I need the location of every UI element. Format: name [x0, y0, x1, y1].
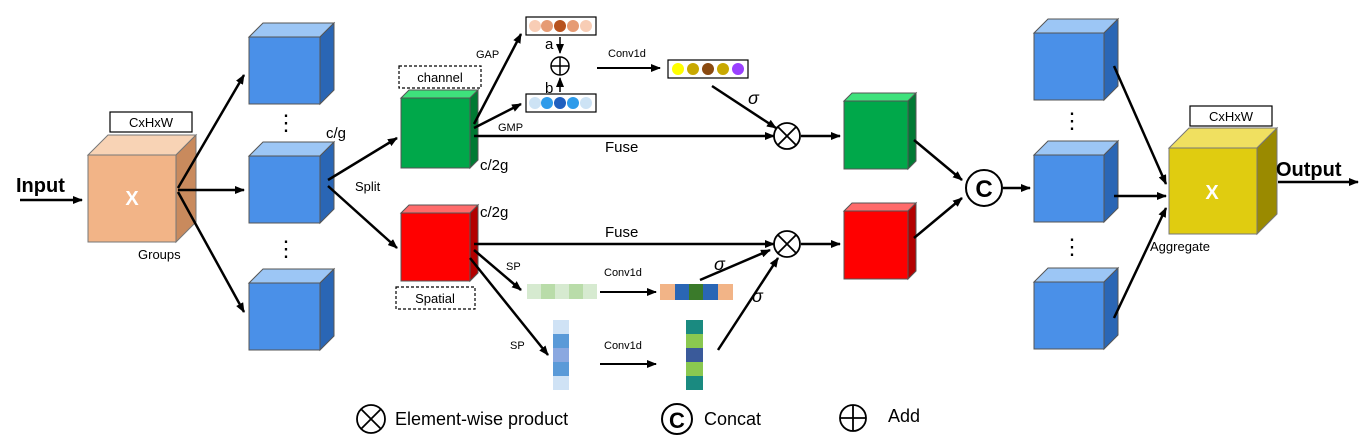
arrow-to-group-1 [176, 74, 246, 189]
output-label: Output [1276, 159, 1342, 181]
channel-output-cube [842, 91, 918, 171]
spatial-cube [399, 203, 480, 283]
arrow-to-concat-bottom [913, 197, 963, 239]
arrow-to-concat-top [913, 139, 963, 181]
ellipsis-2: ⋮ [275, 236, 297, 261]
svg-text:C: C [975, 176, 992, 203]
gap-label: GAP [476, 49, 499, 61]
c-over-2g-bottom-label: c/2g [480, 204, 508, 221]
sigma-2: σ [714, 254, 726, 274]
legend-add-label: Add [888, 406, 920, 426]
conv1d-top-label: Conv1d [608, 48, 646, 60]
gap-vector [525, 16, 597, 36]
sigma-arrow-3 [716, 257, 780, 351]
spatial-output-cube [842, 201, 918, 281]
output-shape-label: CxHxW [1209, 109, 1254, 124]
output-x-label: X [1205, 182, 1219, 204]
group-cube-1 [247, 21, 336, 106]
sp-label-2: SP [510, 340, 525, 352]
sigma-arrow-1 [711, 84, 777, 130]
add-icon [550, 56, 570, 76]
sigma-3: σ [752, 286, 764, 306]
channel-label: channel [417, 70, 463, 85]
group-cube-2 [247, 140, 336, 225]
sp-arrow-1 [473, 249, 522, 291]
sp-column-vector [553, 320, 569, 390]
product-icon-top [773, 122, 801, 150]
svg-text:C: C [669, 408, 685, 433]
fuse-bottom-label: Fuse [605, 224, 638, 241]
legend-product-icon [356, 404, 386, 434]
gmp-vector [525, 93, 597, 113]
aggregate-arrow-1 [1112, 65, 1168, 185]
spatial-row-weights [660, 284, 733, 300]
out-group-cube-2 [1032, 139, 1120, 224]
conv1d-bottom-label: Conv1d [604, 340, 642, 352]
gmp-label: GMP [498, 122, 523, 134]
spatial-column-weights [686, 320, 703, 390]
ellipsis-1: ⋮ [275, 110, 297, 135]
c-over-2g-top-label: c/2g [480, 157, 508, 174]
channel-weight-vector [667, 59, 749, 79]
split-arrow-spatial [327, 185, 398, 249]
legend-product-label: Element-wise product [395, 409, 568, 429]
sp-arrow-2 [469, 257, 549, 356]
output-shape-box [1189, 105, 1273, 127]
groups-label: Groups [138, 247, 181, 262]
gmp-arrow [473, 102, 522, 130]
output-cube: X [1167, 126, 1279, 236]
input-cube: X [86, 133, 198, 244]
sigma-arrow-2 [699, 248, 771, 282]
fuse-top-label: Fuse [605, 139, 638, 156]
input-shape-box [109, 111, 193, 133]
out-ellipsis-2: ⋮ [1061, 234, 1083, 259]
spatial-label: Spatial [415, 291, 455, 306]
channel-cube [399, 88, 480, 170]
concat-icon: C [965, 169, 1003, 207]
legend-concat-label: Concat [704, 409, 761, 429]
b-label: b [545, 80, 553, 97]
split-arrow-channel [327, 136, 398, 182]
out-group-cube-3 [1032, 266, 1120, 351]
sigma-1: σ [748, 88, 760, 108]
input-shape-label: CxHxW [129, 115, 174, 130]
legend-concat-icon: C [661, 403, 693, 435]
arrow-to-group-3 [176, 191, 246, 313]
channel-box [398, 65, 482, 89]
split-label: Split [355, 179, 381, 194]
gap-arrow [472, 33, 523, 125]
out-ellipsis-1: ⋮ [1061, 108, 1083, 133]
group-cube-3 [247, 267, 336, 352]
legend-add-icon [839, 404, 867, 432]
sp-label-1: SP [506, 261, 521, 273]
aggregate-label: Aggregate [1150, 239, 1210, 254]
product-icon-bottom [773, 230, 801, 258]
aggregate-arrow-3 [1112, 207, 1168, 319]
conv1d-mid-label: Conv1d [604, 267, 642, 279]
input-label: Input [16, 175, 65, 197]
input-x-label: X [125, 188, 139, 210]
spatial-box [395, 286, 476, 310]
c-over-g-label: c/g [326, 125, 346, 142]
a-label: a [545, 36, 554, 53]
out-group-cube-1 [1032, 17, 1120, 102]
sp-row-vector [527, 284, 597, 299]
